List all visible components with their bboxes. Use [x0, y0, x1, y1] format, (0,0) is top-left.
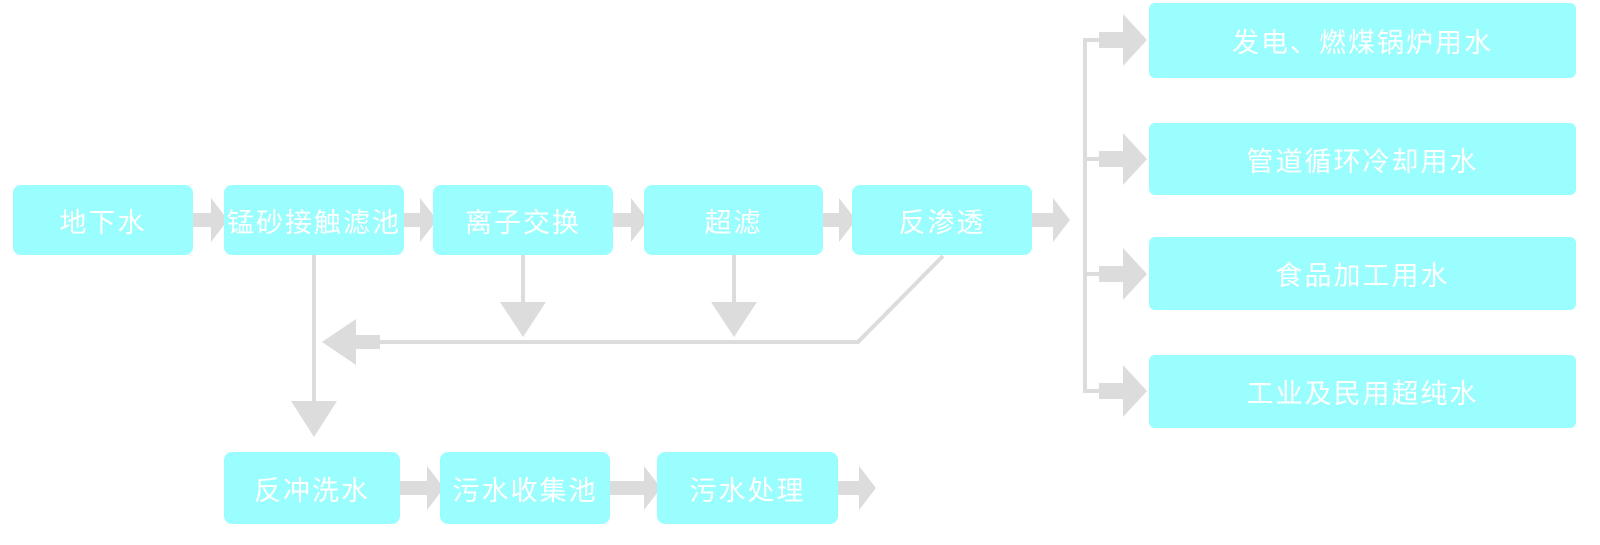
branch-arrow-right-icon — [1099, 14, 1147, 66]
flow-arrow-right-icon — [600, 198, 648, 242]
node-power-boiler-water: 发电、燃煤锅炉用水 — [1149, 3, 1576, 78]
flow-arrow-right-icon — [180, 198, 228, 242]
branch-arrow-right-icon — [1099, 248, 1147, 300]
drop-arrow-down-icon — [291, 401, 337, 437]
branch-arrow-right-icon — [1099, 365, 1147, 417]
node-ion-exchange: 离子交换 — [433, 185, 613, 255]
node-backwash-water: 反冲洗水 — [224, 452, 400, 524]
node-sewage-collection-pool: 污水收集池 — [440, 452, 610, 524]
node-pipeline-cooling-water: 管道循环冷却用水 — [1149, 123, 1576, 195]
branch-trunk-line — [1083, 38, 1099, 393]
flow-arrow-right-icon — [1022, 198, 1070, 242]
flow-arrow-right-icon — [396, 466, 444, 510]
node-groundwater: 地下水 — [13, 185, 193, 255]
drop-arrow-down-icon — [711, 302, 757, 337]
flow-arrow-right-icon — [808, 198, 856, 242]
flow-arrow-right-icon — [828, 466, 876, 510]
drop-arrow-down-icon — [500, 302, 546, 337]
flow-arrow-right-icon — [389, 198, 437, 242]
collector-line — [330, 254, 945, 344]
node-ultrafiltration: 超滤 — [644, 185, 823, 255]
node-sewage-treatment: 污水处理 — [657, 452, 838, 524]
flow-arrow-right-icon — [605, 466, 661, 510]
node-food-processing-water: 食品加工用水 — [1149, 237, 1576, 310]
node-reverse-osmosis: 反渗透 — [852, 185, 1032, 255]
node-manganese-sand-contact-filter: 锰砂接触滤池 — [224, 185, 404, 255]
node-industrial-civil-ultrapure-water: 工业及民用超纯水 — [1149, 355, 1576, 428]
collector-arrow-left-icon — [322, 319, 380, 365]
branch-arrow-right-icon — [1099, 133, 1147, 185]
